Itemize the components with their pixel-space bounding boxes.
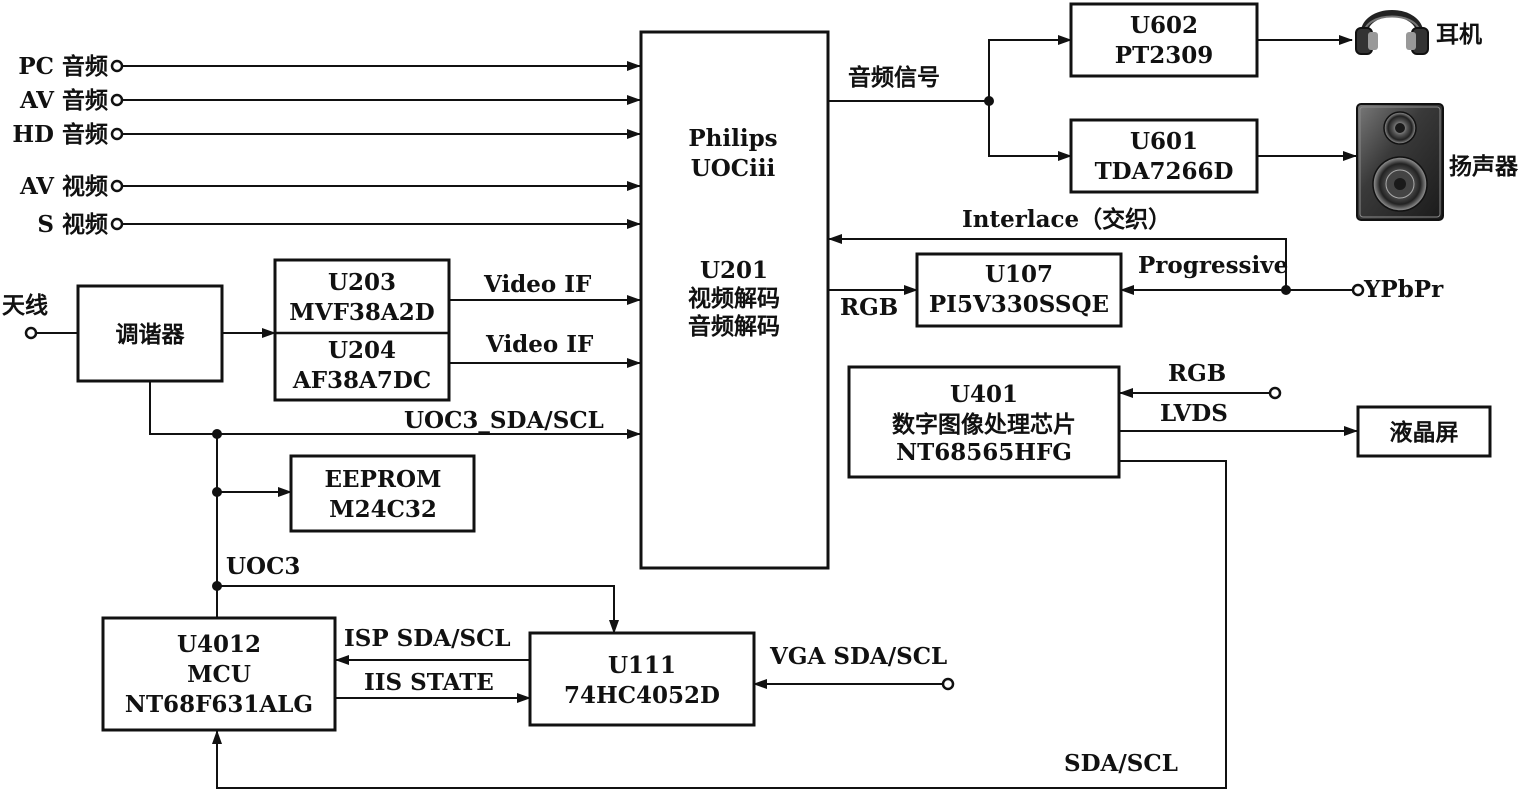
junction-dot: [212, 429, 222, 439]
u203-id: U203: [328, 269, 396, 296]
iis-state-label: IIS STATE: [364, 669, 494, 696]
mcu-block: [101, 616, 337, 732]
u401-block: [847, 365, 1121, 479]
av-video-label: AV 视频: [19, 173, 108, 200]
uoc-line3: U201: [700, 257, 768, 284]
uoc-block: [639, 30, 830, 570]
u601-block: [1069, 118, 1259, 194]
junction-dot: [212, 581, 222, 591]
vga-sda-scl-label: VGA SDA/SCL: [769, 643, 947, 670]
u401-line2: 数字图像处理芯片: [892, 411, 1076, 438]
s-video-port: [110, 217, 124, 231]
u601-id: U601: [1130, 128, 1198, 155]
antenna-label: 天线: [2, 292, 48, 319]
eeprom-line1: EEPROM: [325, 466, 442, 493]
u401-part: NT68565HFG: [896, 439, 1072, 466]
u601-part: TDA7266D: [1095, 158, 1234, 185]
audio-to-u602-wire: [988, 35, 1072, 101]
uoc3-sda-scl-label: UOC3_SDA/SCL: [404, 407, 604, 434]
pc-audio-label: PC 音频: [18, 53, 108, 80]
rgb-to-u401-label: RGB: [1168, 360, 1226, 387]
eeprom-line2: M24C32: [329, 496, 437, 523]
uoc-line4: 视频解码: [688, 285, 780, 312]
av-audio-label: AV 音频: [19, 87, 108, 114]
ypbpr-label: YPbPr: [1363, 276, 1444, 303]
rgb-to-u107-label: RGB: [840, 294, 898, 321]
u107-block: [915, 252, 1123, 328]
speaker-icon: [1356, 103, 1444, 221]
speaker-label: 扬声器: [1449, 153, 1519, 180]
audio-signal-label: 音频信号: [848, 64, 940, 91]
headphone-label: 耳机: [1436, 21, 1482, 48]
eeprom-block: [289, 454, 476, 533]
hd-audio-port: [110, 127, 124, 141]
interlace-wire: [828, 234, 1287, 290]
mcu-id: U4012: [177, 631, 261, 658]
junction-dot: [212, 487, 222, 497]
u107-id: U107: [985, 261, 1053, 288]
u111-block: [528, 631, 756, 727]
lvds-label: LVDS: [1160, 400, 1228, 427]
u111-part: 74HC4052D: [564, 682, 720, 709]
antenna-port: [24, 326, 38, 340]
junction-dot: [984, 96, 994, 106]
tuner-block: [76, 284, 224, 383]
lcd-label: 液晶屏: [1390, 419, 1459, 446]
uoc-line5: 音频解码: [688, 313, 780, 340]
uoc3-label: UOC3: [226, 553, 300, 580]
isp-sda-scl-label: ISP SDA/SCL: [344, 625, 511, 652]
progressive-label: Progressive: [1138, 252, 1288, 279]
av-video-port: [110, 179, 124, 193]
u204-part: AF38A7DC: [292, 367, 431, 394]
lcd-block: [1356, 405, 1492, 458]
interlace-label: Interlace（交织）: [962, 206, 1171, 233]
rgb-input-port: [1268, 386, 1282, 400]
uoc-line1: Philips: [688, 125, 777, 152]
junction-dot: [1281, 285, 1291, 295]
u602-id: U602: [1130, 12, 1198, 39]
headphone-icon: [1355, 10, 1429, 55]
ypbpr-port: [1351, 283, 1365, 297]
s-video-label: S 视频: [37, 211, 108, 238]
sda-scl-wire: [212, 460, 1227, 789]
tuner-label: 调谐器: [116, 321, 186, 348]
sda-scl-label: SDA/SCL: [1064, 750, 1178, 777]
input-wires: [122, 61, 641, 229]
uoc3-i2c-wire: [149, 381, 641, 439]
video-if-1-label: Video IF: [483, 271, 592, 298]
pc-audio-port: [110, 59, 124, 73]
u111-id: U111: [608, 652, 676, 679]
u107-part: PI5V330SSQE: [929, 291, 1109, 318]
u401-id: U401: [950, 381, 1018, 408]
uoc-line2: UOCiii: [691, 155, 776, 182]
video-if-2-label: Video IF: [485, 331, 594, 358]
audio-to-u601-wire: [988, 101, 1072, 161]
mcu-line2: MCU: [187, 661, 251, 688]
u602-block: [1069, 2, 1259, 78]
av-audio-port: [110, 93, 124, 107]
hd-audio-label: HD 音频: [12, 121, 108, 148]
if-block: [273, 258, 451, 402]
u203-part: MVF38A2D: [289, 299, 434, 326]
mcu-part: NT68F631ALG: [125, 691, 313, 718]
u204-id: U204: [328, 337, 396, 364]
uoc3-to-u111-wire: [217, 585, 619, 634]
vga-port: [941, 677, 955, 691]
u602-part: PT2309: [1115, 42, 1213, 69]
